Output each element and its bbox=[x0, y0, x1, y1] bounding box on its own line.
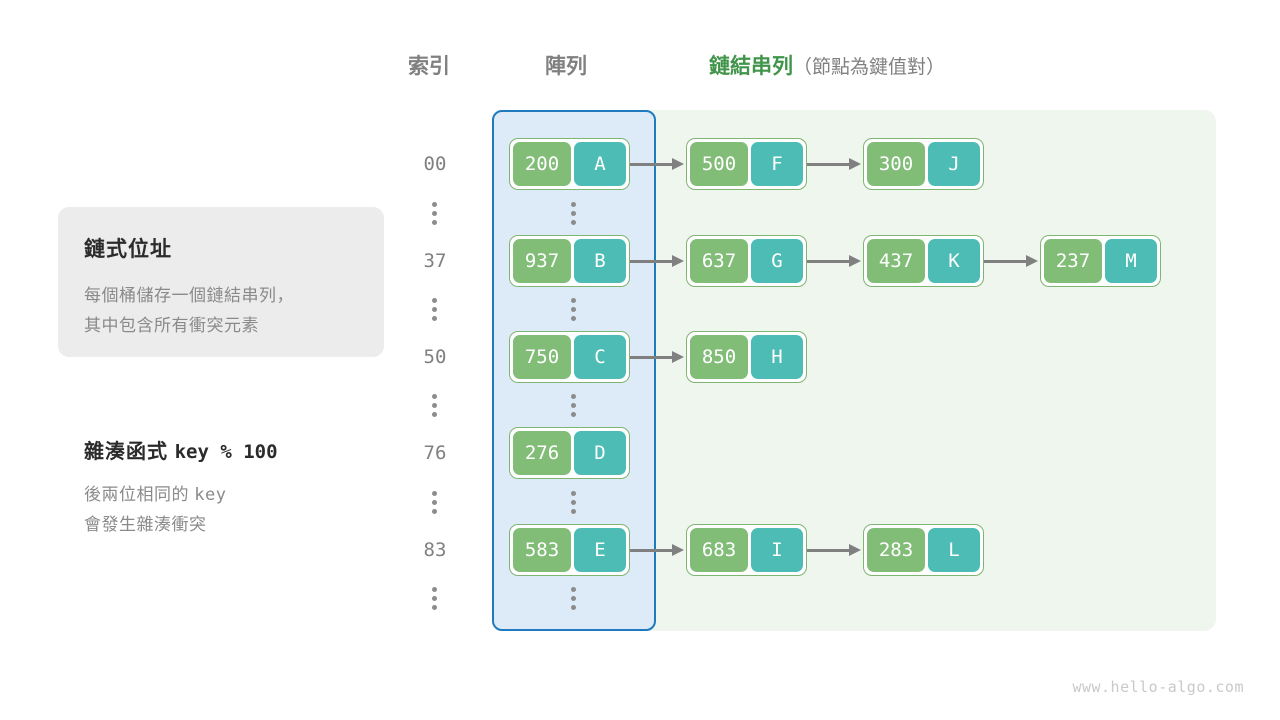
node-key: 750 bbox=[513, 335, 571, 379]
ellipsis-row bbox=[0, 289, 1280, 329]
info-card: 鏈式位址 每個桶儲存一個鏈結串列， 其中包含所有衝突元素 bbox=[58, 207, 384, 357]
bucket-index-label: 50 bbox=[423, 346, 447, 368]
node-value: M bbox=[1105, 239, 1157, 283]
header-array: 陣列 bbox=[545, 55, 587, 78]
hash-function-expression: key % 100 bbox=[174, 441, 278, 463]
bucket-index-label: 83 bbox=[423, 539, 447, 561]
ellipsis-row bbox=[0, 193, 1280, 233]
node-value: I bbox=[751, 528, 803, 572]
node-key: 683 bbox=[690, 528, 748, 572]
link-arrow-icon bbox=[807, 157, 863, 171]
bucket-index-label: 37 bbox=[423, 250, 447, 272]
hash-note-line-2: 會發生雜湊衝突 bbox=[84, 515, 207, 534]
ellipsis-row bbox=[0, 482, 1280, 522]
node-value: F bbox=[751, 142, 803, 186]
node-key: 437 bbox=[867, 239, 925, 283]
hash-function-note: 雜湊函式 key % 100 後兩位相同的 key 會發生雜湊衝突 bbox=[84, 435, 414, 539]
node-key: 850 bbox=[690, 335, 748, 379]
node-key: 937 bbox=[513, 239, 571, 283]
hash-note-line-1: 後兩位相同的 key bbox=[84, 480, 414, 510]
link-arrow-icon bbox=[630, 157, 686, 171]
hash-function-body: 後兩位相同的 key 會發生雜湊衝突 bbox=[84, 480, 414, 539]
link-arrow-icon bbox=[984, 254, 1040, 268]
ellipsis-row bbox=[0, 578, 1280, 618]
node-value: G bbox=[751, 239, 803, 283]
node-key: 500 bbox=[690, 142, 748, 186]
info-card-line-1: 每個桶儲存一個鏈結串列， bbox=[84, 286, 294, 305]
node-key: 583 bbox=[513, 528, 571, 572]
node-value: J bbox=[928, 142, 980, 186]
link-arrow-icon bbox=[630, 543, 686, 557]
node-value: D bbox=[574, 431, 626, 475]
link-arrow-icon bbox=[807, 543, 863, 557]
hash-note-line-1-code: key bbox=[194, 485, 227, 505]
node-value: B bbox=[574, 239, 626, 283]
index-ellipsis-icon bbox=[432, 385, 437, 425]
node-key: 237 bbox=[1044, 239, 1102, 283]
node-value: A bbox=[574, 142, 626, 186]
index-ellipsis-icon bbox=[432, 193, 437, 233]
column-headers: 索引 陣列 鏈結串列（節點為鍵值對） bbox=[0, 50, 1280, 86]
bucket-index-label: 76 bbox=[423, 442, 447, 464]
link-arrow-icon bbox=[630, 254, 686, 268]
header-linked-list-sub: （節點為鍵值對） bbox=[793, 57, 946, 78]
ellipsis-row bbox=[0, 385, 1280, 425]
node-value: H bbox=[751, 335, 803, 379]
array-ellipsis-icon bbox=[571, 385, 576, 425]
info-card-body: 每個桶儲存一個鏈結串列， 其中包含所有衝突元素 bbox=[84, 281, 384, 341]
watermark: www.hello-algo.com bbox=[1072, 678, 1244, 696]
link-arrow-icon bbox=[807, 254, 863, 268]
node-value: K bbox=[928, 239, 980, 283]
node-key: 300 bbox=[867, 142, 925, 186]
header-linked-list: 鏈結串列（節點為鍵值對） bbox=[709, 50, 945, 80]
array-ellipsis-icon bbox=[571, 482, 576, 522]
hash-function-title: 雜湊函式 key % 100 bbox=[84, 435, 414, 464]
index-ellipsis-icon bbox=[432, 289, 437, 329]
array-ellipsis-icon bbox=[571, 193, 576, 233]
index-ellipsis-icon bbox=[432, 482, 437, 522]
node-key: 637 bbox=[690, 239, 748, 283]
node-value: C bbox=[574, 335, 626, 379]
hash-note-line-1-text: 後兩位相同的 bbox=[84, 485, 189, 504]
node-key: 283 bbox=[867, 528, 925, 572]
node-key: 200 bbox=[513, 142, 571, 186]
info-card-line-2: 其中包含所有衝突元素 bbox=[84, 316, 259, 335]
info-card-title: 鏈式位址 bbox=[84, 238, 172, 261]
array-ellipsis-icon bbox=[571, 289, 576, 329]
header-linked-list-main: 鏈結串列 bbox=[709, 55, 793, 78]
header-index: 索引 bbox=[408, 55, 450, 78]
hash-function-label: 雜湊函式 bbox=[84, 441, 168, 463]
node-key: 276 bbox=[513, 431, 571, 475]
node-value: L bbox=[928, 528, 980, 572]
link-arrow-icon bbox=[630, 350, 686, 364]
array-ellipsis-icon bbox=[571, 578, 576, 618]
bucket-index-label: 00 bbox=[423, 153, 447, 175]
node-value: E bbox=[574, 528, 626, 572]
index-ellipsis-icon bbox=[432, 578, 437, 618]
